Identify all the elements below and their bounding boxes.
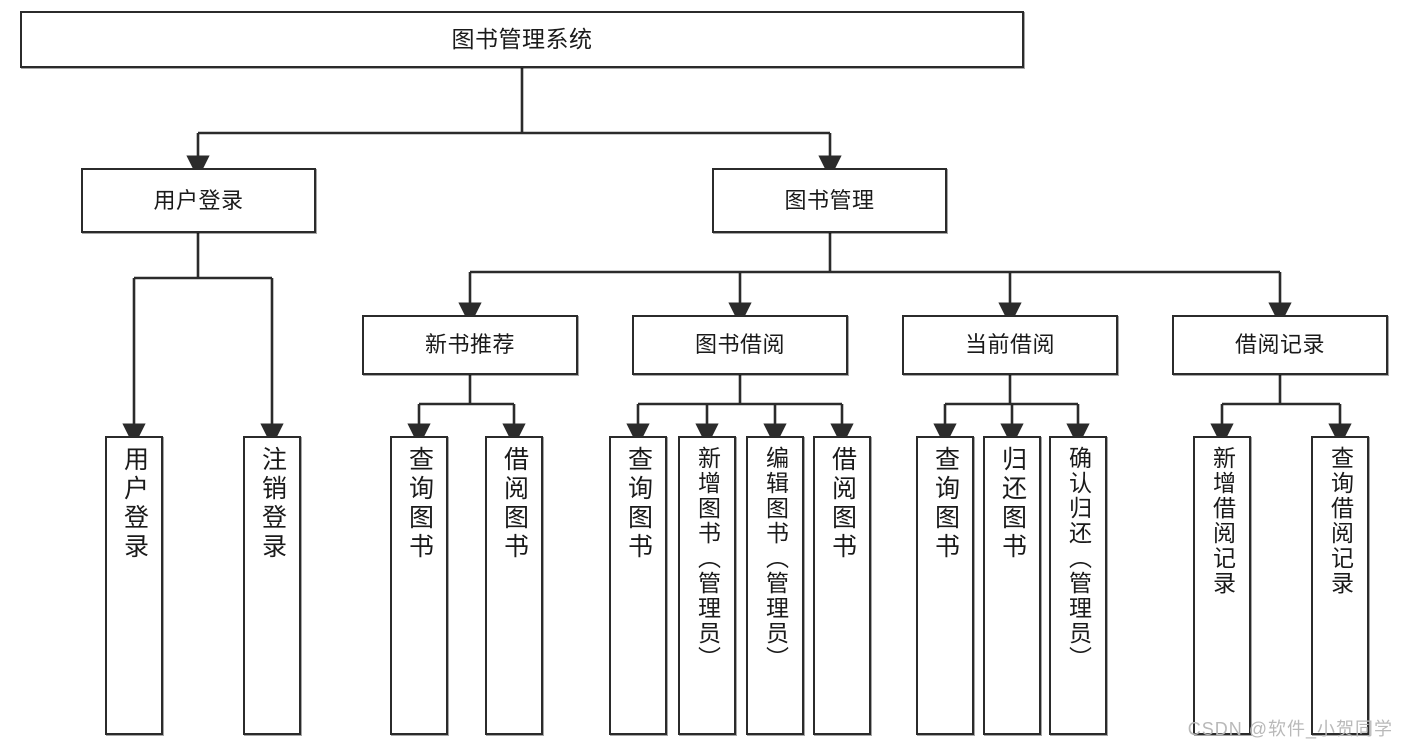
leaf-borrow-book-borrow[interactable]: 借阅图书 <box>813 436 871 735</box>
leaf-edit-book-admin[interactable]: 编辑图书（管理员） <box>746 436 804 735</box>
node-label: 图书管理 <box>784 187 875 213</box>
node-label: 借阅图书 <box>828 446 857 562</box>
node-label: 图书管理系统 <box>451 25 593 52</box>
node-label: 用户登录 <box>153 187 244 213</box>
leaf-query-book-borrow[interactable]: 查询图书 <box>609 436 667 735</box>
node-label: 借阅记录 <box>1234 332 1325 358</box>
leaf-borrow-book-recommend[interactable]: 借阅图书 <box>485 436 543 735</box>
node-label: 查询图书 <box>405 446 434 562</box>
leaf-return-book[interactable]: 归还图书 <box>983 436 1041 735</box>
node-book-borrow[interactable]: 图书借阅 <box>632 315 848 375</box>
leaf-query-book-current[interactable]: 查询图书 <box>916 436 974 735</box>
node-label: 查询图书 <box>931 446 960 562</box>
node-label: 当前借阅 <box>964 332 1055 358</box>
node-label: 新增借阅记录 <box>1209 446 1236 596</box>
leaf-query-borrow-record[interactable]: 查询借阅记录 <box>1311 436 1369 735</box>
node-label: 查询图书 <box>624 446 653 562</box>
node-book-management[interactable]: 图书管理 <box>712 168 947 233</box>
node-label: 新增图书（管理员） <box>694 446 721 671</box>
node-label: 归还图书 <box>998 446 1027 562</box>
node-borrow-record[interactable]: 借阅记录 <box>1172 315 1388 375</box>
leaf-query-book-recommend[interactable]: 查询图书 <box>390 436 448 735</box>
leaf-user-login[interactable]: 用户登录 <box>105 436 163 735</box>
node-label: 确认归还（管理员） <box>1065 446 1092 671</box>
leaf-add-book-admin[interactable]: 新增图书（管理员） <box>678 436 736 735</box>
node-user-login[interactable]: 用户登录 <box>81 168 316 233</box>
leaf-confirm-return-admin[interactable]: 确认归还（管理员） <box>1049 436 1107 735</box>
leaf-add-borrow-record[interactable]: 新增借阅记录 <box>1193 436 1251 735</box>
node-label: 查询借阅记录 <box>1327 446 1354 596</box>
node-new-book-recommend[interactable]: 新书推荐 <box>362 315 578 375</box>
node-label: 新书推荐 <box>424 332 515 358</box>
node-label: 图书借阅 <box>694 332 785 358</box>
node-current-borrow[interactable]: 当前借阅 <box>902 315 1118 375</box>
node-label: 借阅图书 <box>500 446 529 562</box>
node-root-system[interactable]: 图书管理系统 <box>20 11 1024 68</box>
node-label: 用户登录 <box>120 446 149 562</box>
node-label: 编辑图书（管理员） <box>762 446 789 671</box>
node-label: 注销登录 <box>258 446 287 562</box>
leaf-logout-login[interactable]: 注销登录 <box>243 436 301 735</box>
